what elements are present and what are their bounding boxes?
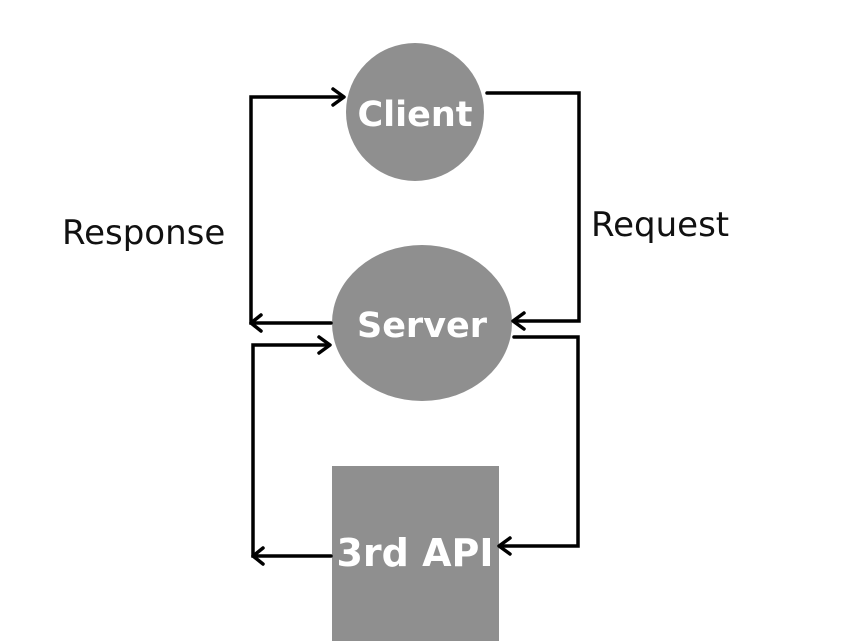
api-to-server-edge-arrowhead-to-left [251, 546, 265, 566]
server-node-label: Server [357, 306, 488, 346]
request-edge-line [485, 91, 581, 323]
server-to-api-edge [497, 335, 580, 556]
response-edge [249, 87, 346, 333]
request-edge [485, 91, 581, 331]
api-to-server-edge [251, 335, 333, 566]
api-node-label: 3rd API [336, 531, 493, 575]
server-to-api-edge-arrowhead [497, 536, 512, 556]
client-node-shape [346, 43, 484, 181]
request-edge-label: Request [591, 205, 729, 245]
server-to-api-edge-line [498, 335, 580, 548]
response-edge-label: Response [62, 213, 225, 253]
response-edge-arrowhead-to-client [331, 87, 346, 107]
api-to-server-edge-arrowhead-to-server [317, 335, 332, 355]
api-to-server-edge-line [251, 343, 333, 558]
server-node: Server [332, 245, 512, 401]
client-node: Client [346, 43, 484, 181]
api-node: 3rd API [332, 466, 499, 641]
api-node-shape [332, 466, 499, 641]
server-node-shape [332, 245, 512, 401]
response-edge-arrowhead-to-left [249, 313, 263, 333]
request-edge-arrowhead [511, 311, 526, 331]
response-edge-line [249, 95, 345, 325]
client-node-label: Client [357, 95, 472, 135]
